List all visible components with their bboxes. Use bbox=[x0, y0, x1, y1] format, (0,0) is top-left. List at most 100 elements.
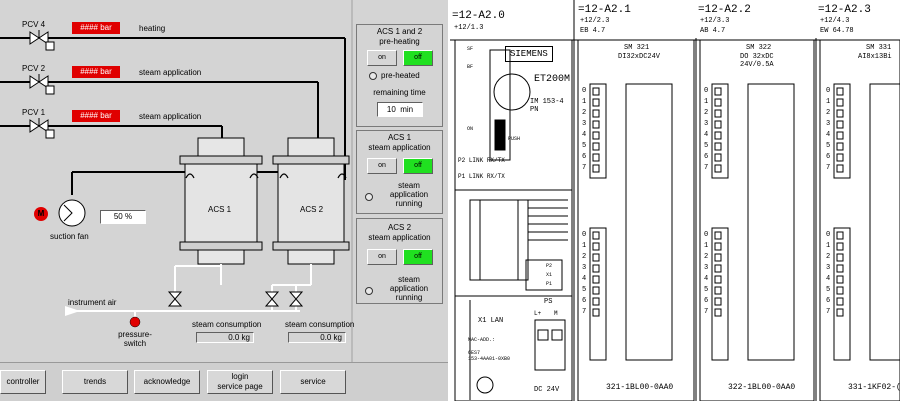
acs1-consumption-label: steam consumption bbox=[192, 320, 262, 329]
channel-led bbox=[836, 275, 844, 284]
slot-0-tag: =12-A2.0 bbox=[452, 10, 505, 22]
head-model: ET200M bbox=[534, 74, 571, 85]
slot-2-tag: =12-A2.2 bbox=[698, 4, 751, 16]
hmi-screen: PCV 4 #### bar heating PCV 2 #### bar st… bbox=[0, 0, 448, 401]
channel-number: 7 bbox=[704, 308, 709, 316]
pressure-switch-label: pressure- switch bbox=[118, 330, 152, 348]
mac-label: MAC-ADD.: bbox=[468, 337, 496, 343]
remaining-time-field[interactable]: 10 min bbox=[377, 102, 423, 117]
channel-number: 6 bbox=[582, 153, 587, 161]
channel-led bbox=[592, 98, 600, 107]
module-1-order: 321-1BL00-0AA0 bbox=[606, 383, 674, 392]
lan-label: X1 LAN bbox=[478, 317, 504, 325]
port-label-p1: P1 LINK RX/TX bbox=[458, 173, 505, 180]
module-1-name: SM 321 bbox=[624, 44, 650, 52]
channel-number: 5 bbox=[582, 142, 587, 150]
channel-number: 7 bbox=[582, 308, 587, 316]
channel-led bbox=[836, 231, 844, 240]
login-service-page-button[interactable]: login service page bbox=[207, 370, 273, 394]
channel-number: 0 bbox=[826, 87, 831, 95]
channel-number: 7 bbox=[826, 308, 831, 316]
head-type: IM 153-4 PN bbox=[530, 98, 564, 114]
channel-led bbox=[714, 286, 722, 295]
channel-number: 2 bbox=[582, 253, 587, 261]
module-2-order: 322-1BL00-0AA0 bbox=[728, 383, 796, 392]
channel-led bbox=[714, 109, 722, 118]
channel-led bbox=[592, 242, 600, 251]
channel-number: 5 bbox=[704, 286, 709, 294]
channel-number: 2 bbox=[704, 253, 709, 261]
siemens-brand: SIEMENS bbox=[505, 46, 553, 62]
channel-led bbox=[714, 98, 722, 107]
hardware-drawing: =12-A2.0 +12/1.3 =12-A2.1 +12/2.3 EB 4.7… bbox=[450, 0, 900, 401]
slot-1-addr: EB 4.7 bbox=[580, 27, 606, 35]
channel-led bbox=[592, 164, 600, 173]
controller-button[interactable]: controller bbox=[0, 370, 46, 394]
channel-number: 1 bbox=[826, 98, 831, 106]
channel-led bbox=[592, 87, 600, 96]
acs1-off-button[interactable]: off bbox=[403, 158, 433, 174]
channel-led bbox=[836, 131, 844, 140]
module-2-desc: DO 32xDC 24V/0.5A bbox=[740, 53, 774, 69]
module-3-desc: AI8x13Bi bbox=[858, 53, 892, 61]
suction-fan-label: suction fan bbox=[50, 232, 89, 241]
preheated-indicator bbox=[369, 72, 377, 80]
channel-led bbox=[836, 153, 844, 162]
push-label: PUSH bbox=[508, 136, 521, 142]
pcv4-pressure-display: #### bar bbox=[72, 22, 120, 34]
channel-number: 4 bbox=[582, 275, 587, 283]
valve-label-pcv2: PCV 2 bbox=[22, 64, 46, 73]
channel-led bbox=[836, 242, 844, 251]
motor-icon[interactable]: M bbox=[34, 207, 48, 221]
channel-led bbox=[836, 109, 844, 118]
acs2-on-button[interactable]: on bbox=[367, 249, 397, 265]
channel-led bbox=[836, 297, 844, 306]
channel-number: 3 bbox=[582, 264, 587, 272]
acs2-steam-title: ACS 2 steam application bbox=[368, 223, 431, 242]
channel-number: 4 bbox=[826, 131, 831, 139]
rack-outline bbox=[450, 0, 900, 401]
acs1-consumption-value: 0.0 kg bbox=[196, 332, 254, 343]
service-button[interactable]: service bbox=[280, 370, 346, 394]
channel-led bbox=[836, 264, 844, 273]
channel-number: 4 bbox=[826, 275, 831, 283]
channel-led bbox=[836, 120, 844, 129]
led-label-bf: BF bbox=[467, 64, 474, 70]
pcv1-service-label: steam application bbox=[139, 112, 202, 121]
led-label-on: ON bbox=[467, 126, 474, 132]
valve-label-pcv4: PCV 4 bbox=[22, 20, 46, 29]
preheat-on-button[interactable]: on bbox=[367, 50, 397, 66]
pcv2-service-label: steam application bbox=[139, 68, 202, 77]
channel-number: 6 bbox=[826, 297, 831, 305]
trends-button[interactable]: trends bbox=[62, 370, 128, 394]
channel-led bbox=[836, 87, 844, 96]
acs1-steam-title: ACS 1 steam application bbox=[368, 133, 431, 152]
channel-number: 4 bbox=[704, 131, 709, 139]
channel-number: 7 bbox=[826, 164, 831, 172]
channel-led bbox=[836, 164, 844, 173]
channel-led bbox=[714, 297, 722, 306]
acs1-running-indicator bbox=[365, 193, 373, 201]
acs2-off-button[interactable]: off bbox=[403, 249, 433, 265]
channel-led bbox=[592, 253, 600, 262]
acs2-consumption-label: steam consumption bbox=[285, 320, 355, 329]
acknowledge-button[interactable]: acknowledge bbox=[134, 370, 200, 394]
channel-led bbox=[592, 275, 600, 284]
channel-number: 5 bbox=[704, 142, 709, 150]
channel-led bbox=[592, 109, 600, 118]
channel-number: 2 bbox=[826, 253, 831, 261]
channel-number: 4 bbox=[704, 275, 709, 283]
channel-led bbox=[714, 264, 722, 273]
channel-led bbox=[592, 153, 600, 162]
fan-speed-field[interactable]: 50 % bbox=[100, 210, 146, 224]
preheated-label: pre-heated bbox=[381, 71, 420, 80]
channel-number: 1 bbox=[704, 98, 709, 106]
preheat-off-button[interactable]: off bbox=[403, 50, 433, 66]
pcv2-pressure-display: #### bar bbox=[72, 66, 120, 78]
acs2-running-indicator bbox=[365, 287, 373, 295]
channel-led bbox=[714, 87, 722, 96]
channel-number: 6 bbox=[582, 297, 587, 305]
acs2-steam-panel: ACS 2 steam application on off steam app… bbox=[356, 218, 443, 304]
channel-number: 3 bbox=[704, 120, 709, 128]
acs1-on-button[interactable]: on bbox=[367, 158, 397, 174]
